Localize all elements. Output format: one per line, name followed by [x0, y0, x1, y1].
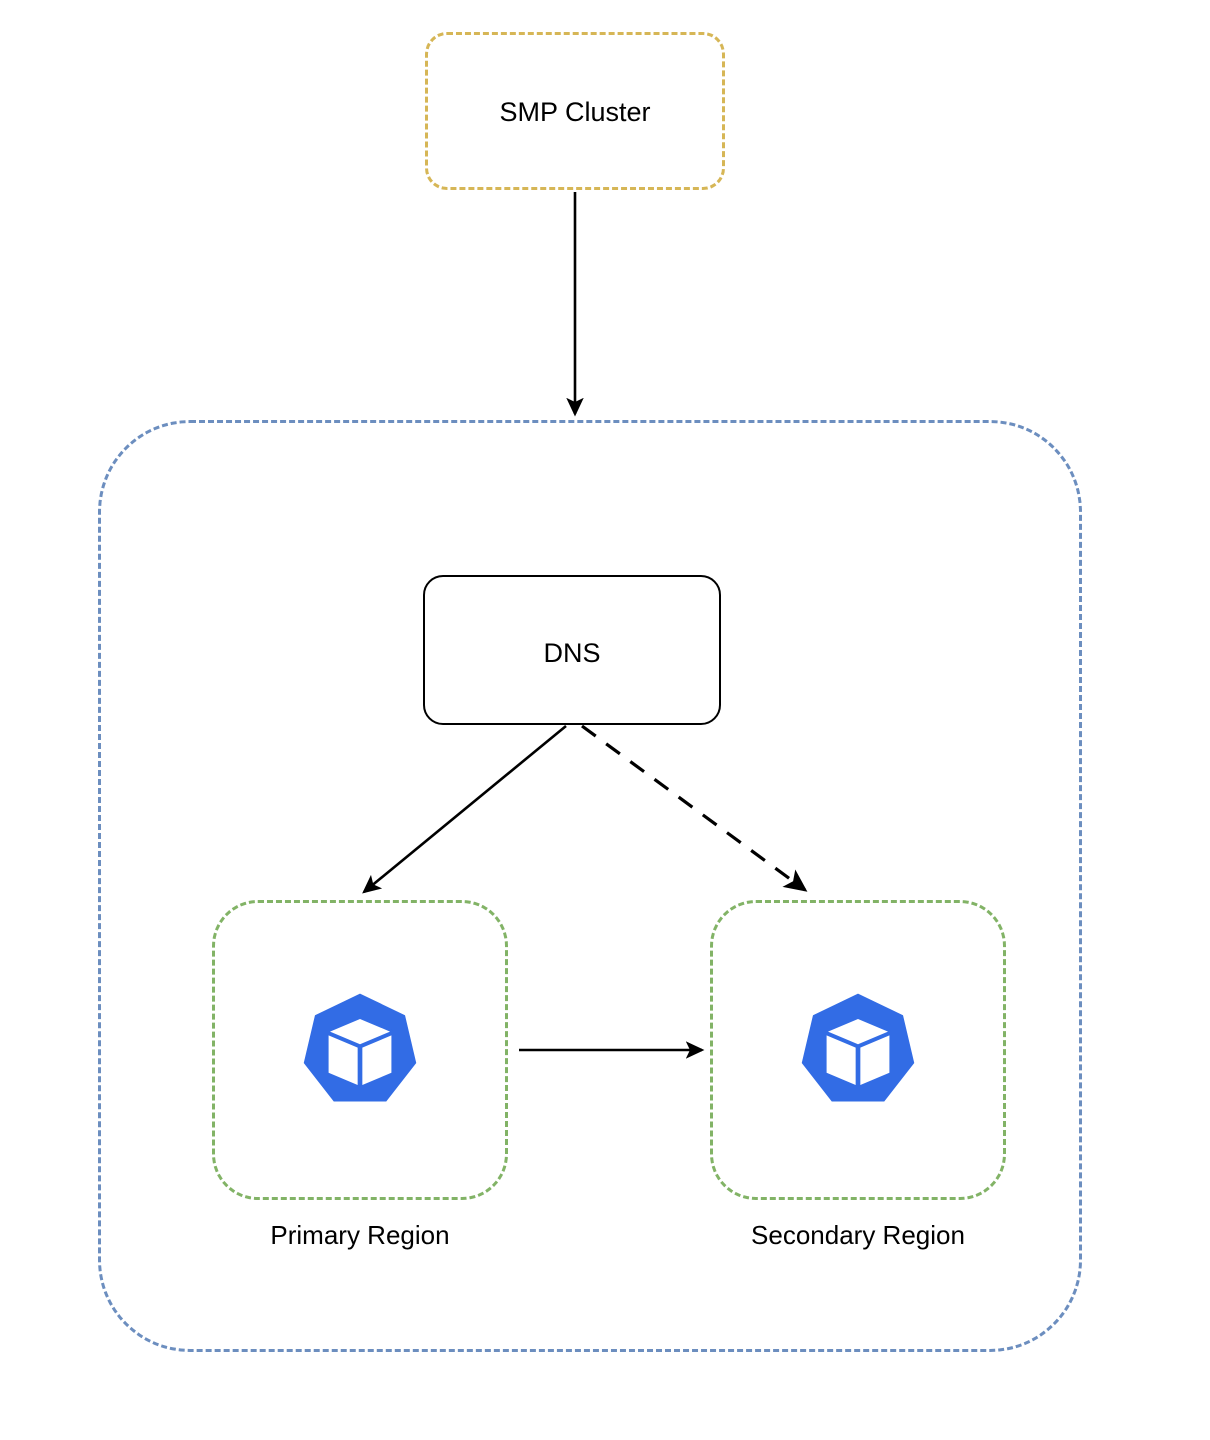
secondary-region-container[interactable]	[710, 900, 1006, 1200]
dns-label: DNS	[543, 638, 601, 668]
kubernetes-icon	[801, 993, 915, 1102]
primary-region-label: Primary Region	[270, 1220, 450, 1250]
smp-cluster-container[interactable]	[425, 32, 725, 190]
primary-region-container[interactable]	[212, 900, 508, 1200]
smp-cluster-label: SMP Cluster	[499, 97, 651, 127]
dns-node[interactable]	[423, 575, 721, 725]
kubernetes-icon	[303, 993, 417, 1102]
secondary-region-label: Secondary Region	[751, 1220, 965, 1250]
outer-region-container[interactable]	[98, 420, 1082, 1352]
